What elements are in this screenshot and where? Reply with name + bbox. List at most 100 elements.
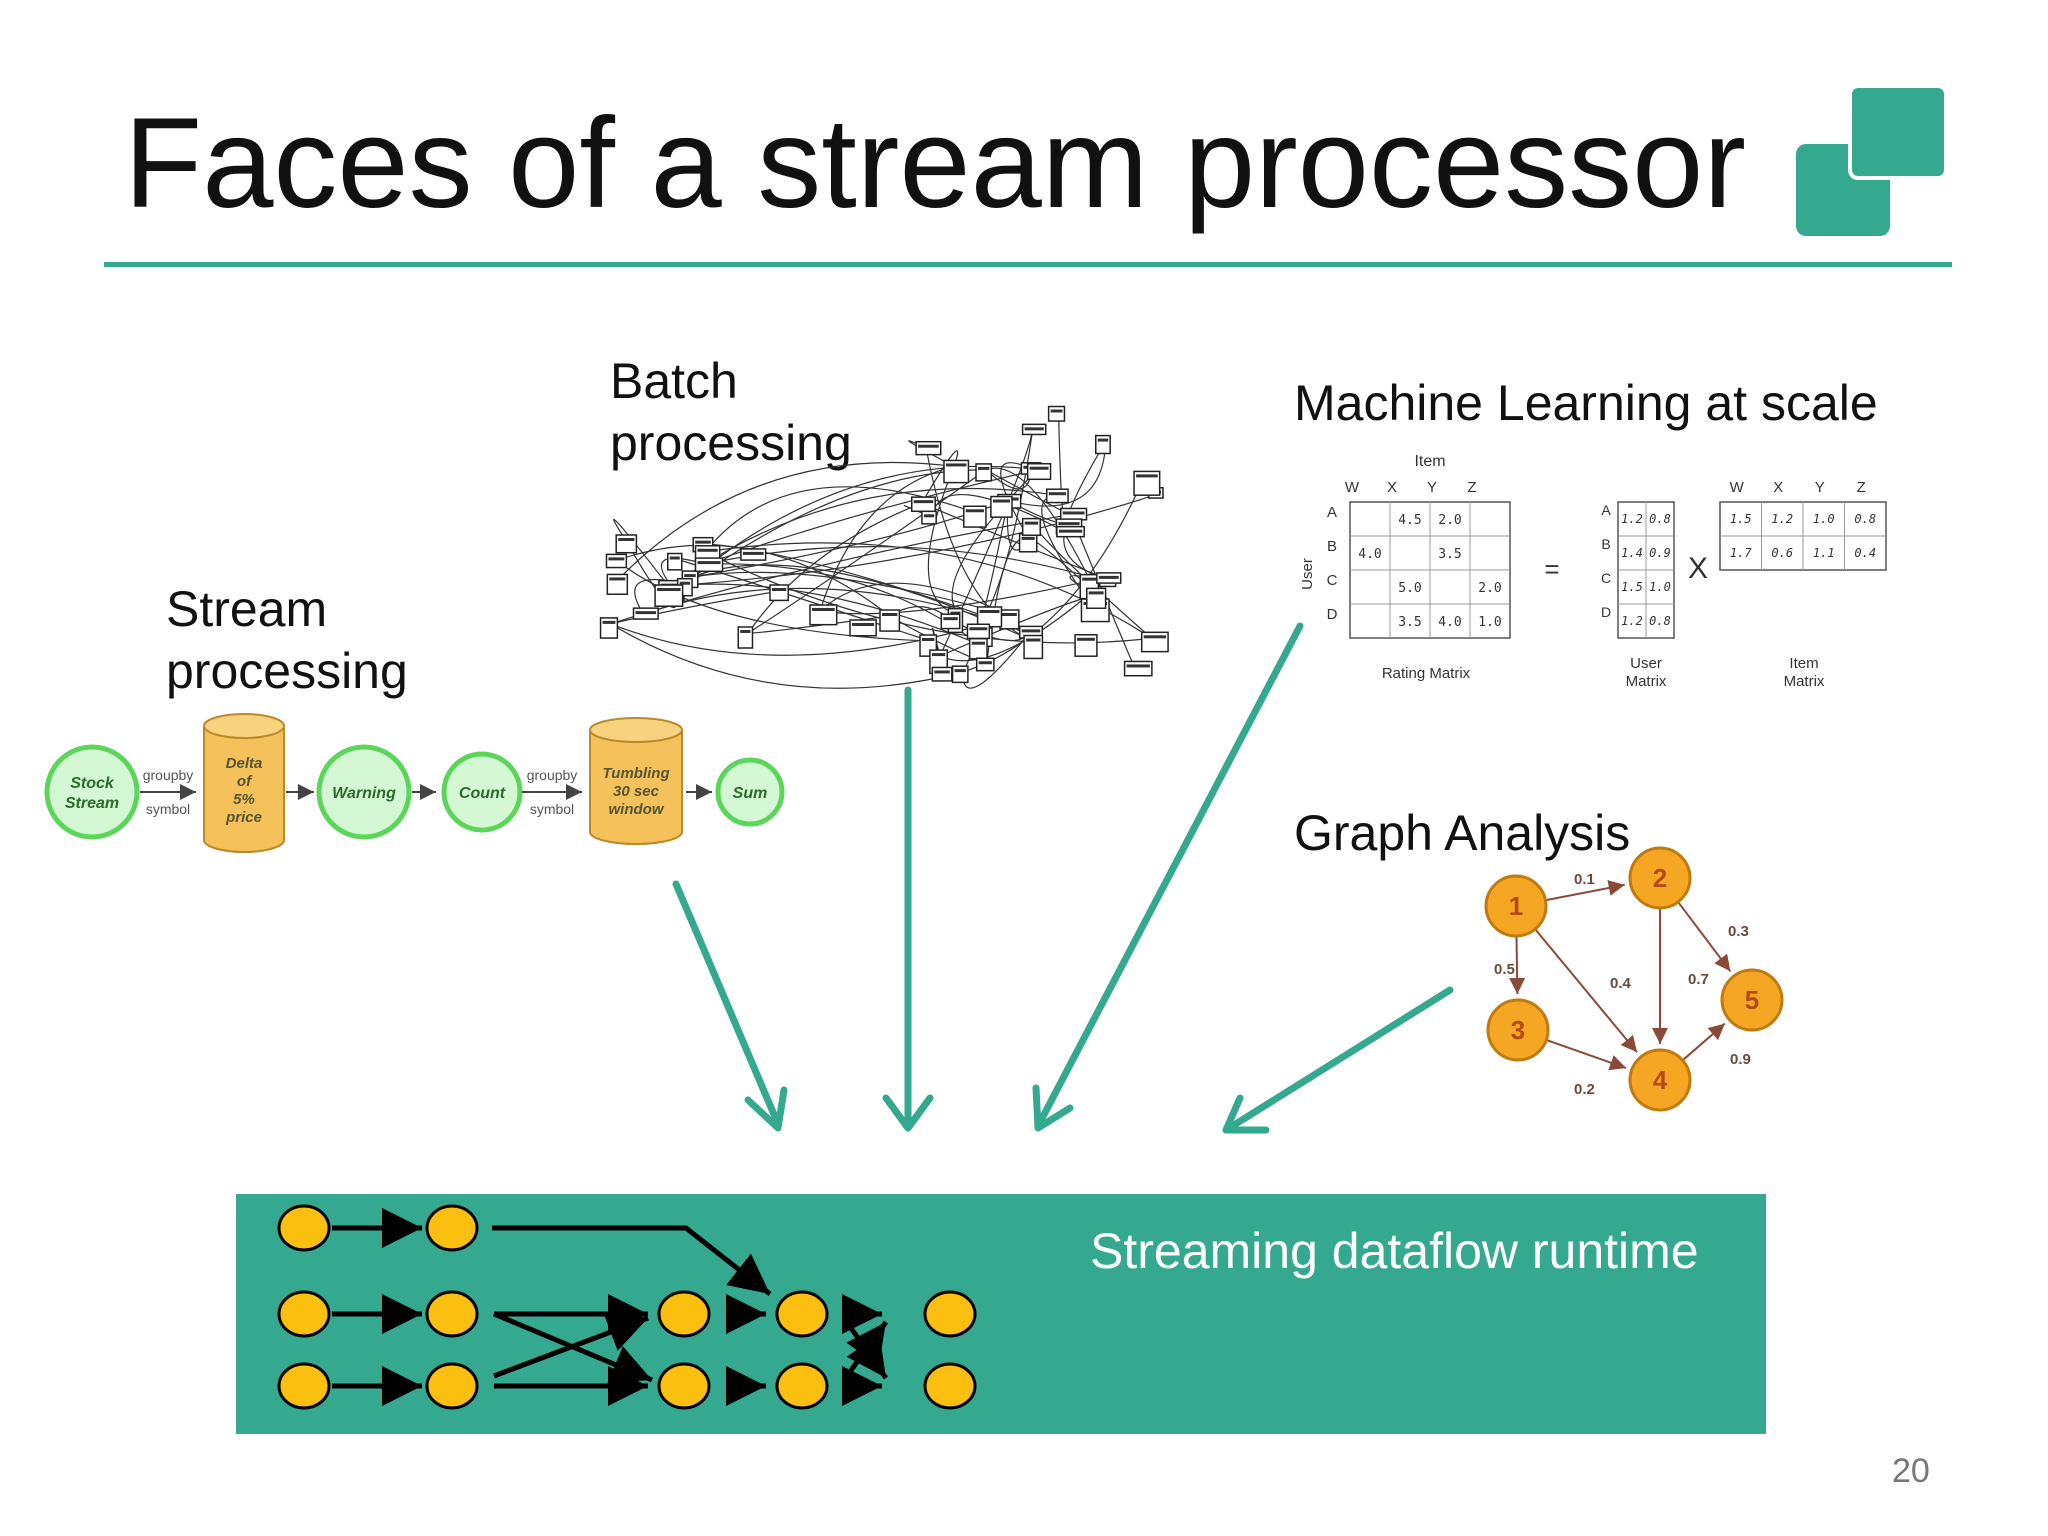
- rating-caption: Rating Matrix: [1382, 665, 1471, 682]
- batch-task-text: [978, 661, 992, 665]
- runtime-node: [277, 1204, 331, 1252]
- graph-edge-weight: 0.9: [1730, 1051, 1751, 1068]
- batch-task-text: [978, 466, 990, 470]
- batch-task-text: [1024, 427, 1044, 431]
- rating-row-label: C: [1327, 572, 1338, 589]
- graph-node-label: 4: [1653, 1065, 1668, 1095]
- graph-edge-weight: 0.4: [1610, 975, 1632, 992]
- batch-edge: [616, 461, 955, 581]
- arrow-batch-to-runtime: [882, 686, 934, 1132]
- batch-edge: [610, 590, 781, 625]
- batch-edge: [927, 466, 959, 616]
- batch-label-line2: processing: [610, 415, 852, 471]
- stock-stream-node: Stock Stream: [44, 744, 140, 840]
- svg-text:Count: Count: [459, 785, 506, 802]
- item-cell: 1.7: [1730, 546, 1752, 560]
- count-node: Count: [441, 751, 523, 833]
- stream-processing-label: Stream processing: [166, 578, 408, 702]
- arrow-ml-to-runtime: [1032, 622, 1304, 1132]
- batch-task-text: [1143, 635, 1167, 639]
- graph-node: [1720, 968, 1784, 1032]
- batch-edge: [921, 450, 959, 504]
- batch-task-text: [950, 611, 961, 615]
- batch-task-text: [1098, 575, 1119, 579]
- batch-task-text: [1097, 438, 1109, 442]
- batch-task-text: [742, 551, 764, 555]
- batch-task-text: [772, 588, 787, 591]
- svg-text:30 sec: 30 sec: [613, 783, 660, 800]
- edge-symbol-1: symbol: [146, 801, 190, 817]
- batch-edge: [616, 559, 931, 642]
- rating-cell: 4.5: [1398, 513, 1421, 528]
- stream-label-line2: processing: [166, 643, 408, 699]
- delta-db-node: Delta of 5% price: [203, 713, 285, 853]
- rating-cell: 4.0: [1358, 547, 1381, 562]
- graph-node: [1628, 846, 1692, 910]
- batch-edge: [985, 467, 1091, 581]
- edge-symbol-2: symbol: [530, 801, 574, 817]
- graph-node: [1484, 874, 1548, 938]
- graph-edge-weight: 0.2: [1574, 1081, 1595, 1098]
- batch-task-text: [684, 574, 696, 578]
- batch-task-text: [1077, 637, 1095, 641]
- batch-task-text: [852, 623, 875, 626]
- batch-nodes: [599, 405, 1169, 684]
- rating-cell: 5.0: [1398, 581, 1421, 596]
- batch-task-text: [1050, 409, 1063, 413]
- rating-cell: 4.0: [1438, 615, 1461, 630]
- edge-groupby-2: groupby: [527, 767, 578, 783]
- graph-node-label: 1: [1509, 891, 1523, 921]
- batch-edge: [687, 493, 1159, 586]
- batch-task-text: [657, 588, 681, 592]
- batch-task-text: [679, 581, 691, 585]
- batch-processing-label: Batch processing: [610, 350, 852, 474]
- graph-edge: [1677, 901, 1732, 972]
- graph-edge-weight: 0.3: [1728, 923, 1749, 940]
- batch-task-text: [1126, 664, 1150, 668]
- edge-groupby-1: groupby: [143, 767, 194, 783]
- graph-edge-weight: 0.1: [1574, 871, 1595, 888]
- arrow-graph-to-runtime: [1222, 986, 1454, 1134]
- batch-task-text: [1058, 522, 1080, 526]
- graph-edge: [1509, 935, 1526, 995]
- runtime-node: [277, 1290, 331, 1338]
- graph-edge-weight: 0.7: [1688, 971, 1709, 988]
- graph-node-label: 5: [1745, 985, 1759, 1015]
- batch-task-text: [992, 499, 1010, 503]
- batch-edge: [1007, 441, 1107, 507]
- svg-text:Sum: Sum: [733, 785, 768, 802]
- batch-task-text: [923, 514, 935, 518]
- svg-text:of: of: [237, 773, 253, 790]
- runtime-node: [923, 1290, 977, 1338]
- user-caption-2: Matrix: [1626, 673, 1667, 690]
- rating-row-label: A: [1327, 504, 1337, 521]
- batch-task-text: [608, 557, 625, 561]
- user-cell: 0.8: [1649, 614, 1671, 628]
- rating-col-label: W: [1345, 479, 1360, 496]
- item-caption-1: Item: [1789, 655, 1818, 672]
- batch-task-text: [1021, 629, 1041, 633]
- batch-task-text: [931, 653, 946, 657]
- rating-cell: 3.5: [1398, 615, 1421, 630]
- batch-edge: [613, 518, 670, 588]
- batch-edge: [692, 564, 1035, 643]
- item-cell: 1.0: [1813, 512, 1835, 526]
- rating-row-label: B: [1327, 538, 1337, 555]
- graph-edge: [1681, 1022, 1726, 1062]
- arrow-stream-to-runtime: [672, 880, 788, 1132]
- graph-edge: [1545, 880, 1625, 902]
- graph-edge-weight: 0.5: [1494, 961, 1515, 978]
- tumbling-db-node: Tumbling 30 sec window: [589, 717, 683, 845]
- batch-task-text: [1136, 474, 1158, 478]
- user-cell: 0.9: [1649, 546, 1671, 560]
- user-cell: 1.5: [1621, 580, 1643, 594]
- batch-task-text: [882, 613, 898, 616]
- item-cell: 0.4: [1854, 546, 1876, 560]
- item-cell: 1.5: [1730, 512, 1752, 526]
- batch-task-text: [918, 444, 939, 448]
- batch-edge: [1000, 462, 1032, 541]
- svg-text:Stream: Stream: [65, 795, 119, 812]
- batch-task-text: [1062, 511, 1085, 515]
- batch-edge: [687, 583, 980, 646]
- page-number: 20: [1892, 1452, 1930, 1490]
